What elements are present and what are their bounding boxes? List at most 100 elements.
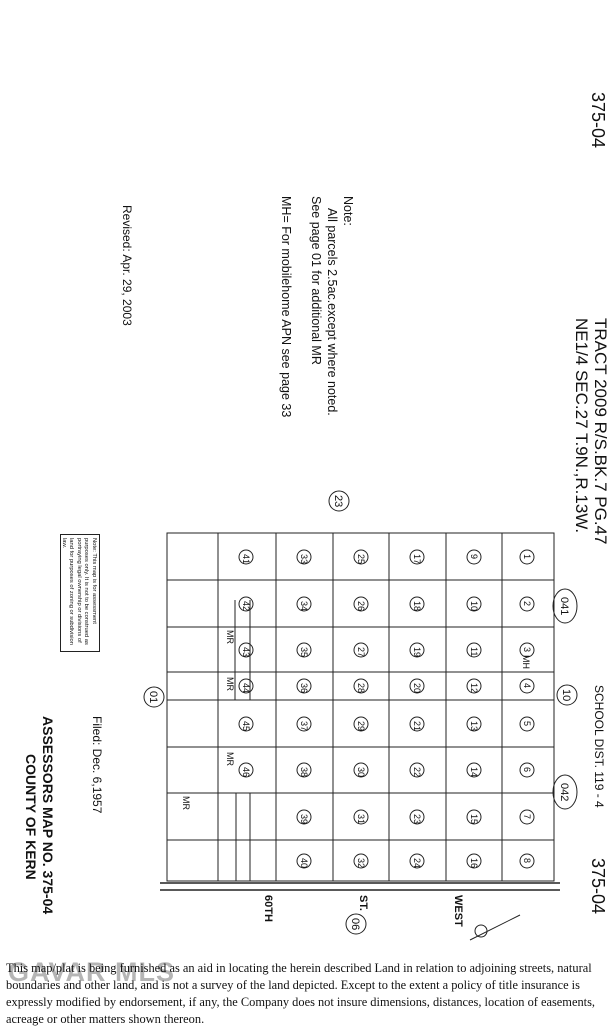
parcel-number: 29	[356, 721, 366, 731]
parcel-circle	[238, 549, 254, 565]
parcel-circle	[409, 642, 425, 658]
parcel-number: 45	[241, 721, 251, 731]
parcel-circle	[519, 716, 535, 732]
street-part-2: ST.	[357, 895, 369, 911]
parcel-circle	[296, 549, 312, 565]
parcel-circle	[409, 809, 425, 825]
parcel-number: 18	[412, 601, 422, 611]
parcel-circle	[353, 853, 369, 869]
parcel-circle	[466, 716, 482, 732]
parcel-circle	[296, 809, 312, 825]
parcel-circle	[296, 762, 312, 778]
parcel-number: 9	[469, 554, 479, 559]
disclaimer-text: This map/plat is being furnished as an a…	[6, 961, 596, 1026]
circle-label-top-right: 10	[560, 689, 572, 701]
parcel-map: 23 01 10 06 041 042 12345678910111213141…	[143, 490, 578, 941]
parcel-circle	[519, 762, 535, 778]
parcel-number: 28	[356, 683, 366, 693]
circle-label-top-left: 01	[147, 691, 159, 703]
parcel-circle	[353, 678, 369, 694]
parcel-circle	[466, 642, 482, 658]
parcel-circle	[238, 762, 254, 778]
parcel-number: 8	[522, 858, 532, 863]
circle-label-block2: 042	[558, 783, 570, 801]
parcel-circles: 1234567891011121314151617181920212223242…	[238, 549, 535, 869]
parcel-number: 38	[299, 767, 309, 777]
parcel-circle	[296, 678, 312, 694]
parcel-circle	[466, 678, 482, 694]
parcel-number: 32	[356, 858, 366, 868]
parcel-circle	[296, 596, 312, 612]
parcel-number: 3	[522, 647, 532, 652]
parcel-circle	[466, 853, 482, 869]
parcel-number: 17	[412, 554, 422, 564]
mh-label: MH	[521, 655, 531, 669]
mr-label-4: MR	[181, 796, 191, 810]
parcel-circle	[409, 678, 425, 694]
parcel-circle	[519, 596, 535, 612]
parcel-number: 26	[356, 601, 366, 611]
parcel-circle	[409, 549, 425, 565]
parcel-circle	[409, 853, 425, 869]
parcel-number: 35	[299, 647, 309, 657]
circle-label-block1: 041	[558, 597, 570, 615]
parcel-number: 14	[469, 767, 479, 777]
parcel-number: 30	[356, 767, 366, 777]
parcel-number: 20	[412, 683, 422, 693]
map-boundary	[166, 532, 555, 882]
parcel-number: 33	[299, 554, 309, 564]
parcel-number: 37	[299, 721, 309, 731]
parcel-number: 36	[299, 683, 309, 693]
parcel-number: 19	[412, 647, 422, 657]
watermark-logo: GAVAR MLS	[8, 957, 175, 987]
parcel-number: 31	[356, 814, 366, 824]
parcel-number: 13	[469, 721, 479, 731]
parcel-number: 7	[522, 814, 532, 819]
parcel-number: 34	[299, 601, 309, 611]
mr-label-1: MR	[225, 630, 235, 644]
parcel-circle	[238, 678, 254, 694]
parcel-number: 43	[241, 647, 251, 657]
parcel-number: 15	[469, 814, 479, 824]
parcel-circle	[353, 809, 369, 825]
parcel-number: 41	[241, 554, 251, 564]
parcel-number: 39	[299, 814, 309, 824]
parcel-number: 24	[412, 858, 422, 868]
parcel-number: 27	[356, 647, 366, 657]
parcel-number: 22	[412, 767, 422, 777]
parcel-number: 12	[469, 683, 479, 693]
parcel-circle	[296, 853, 312, 869]
parcel-circle	[353, 549, 369, 565]
parcel-number: 6	[522, 767, 532, 772]
parcel-circle	[238, 642, 254, 658]
parcel-circle	[353, 642, 369, 658]
parcel-number: 42	[241, 601, 251, 611]
parcel-circle	[238, 716, 254, 732]
parcel-circle	[519, 678, 535, 694]
mr-label-3: MR	[225, 752, 235, 766]
circle-label-left: 23	[332, 495, 344, 507]
parcel-circle	[409, 716, 425, 732]
parcel-number: 1	[522, 554, 532, 559]
parcel-circle	[466, 762, 482, 778]
parcel-number: 11	[469, 647, 479, 656]
parcel-number: 5	[522, 721, 532, 726]
parcel-circle	[353, 716, 369, 732]
parcel-number: 4	[522, 683, 532, 688]
parcel-number: 10	[469, 601, 479, 611]
parcel-circle	[466, 809, 482, 825]
street-part-1: 60TH	[262, 895, 274, 922]
parcel-number: 40	[299, 858, 309, 868]
parcel-circle	[466, 549, 482, 565]
parcel-number: 21	[412, 721, 422, 731]
parcel-circle	[409, 762, 425, 778]
parcel-circle	[409, 596, 425, 612]
parcel-number: 16	[469, 858, 479, 868]
parcel-circle	[466, 596, 482, 612]
parcel-circle	[296, 642, 312, 658]
parcel-number: 44	[241, 683, 251, 693]
parcel-circle	[353, 596, 369, 612]
north-arrow-icon	[469, 914, 521, 941]
parcel-circle	[519, 549, 535, 565]
parcel-circle	[519, 809, 535, 825]
